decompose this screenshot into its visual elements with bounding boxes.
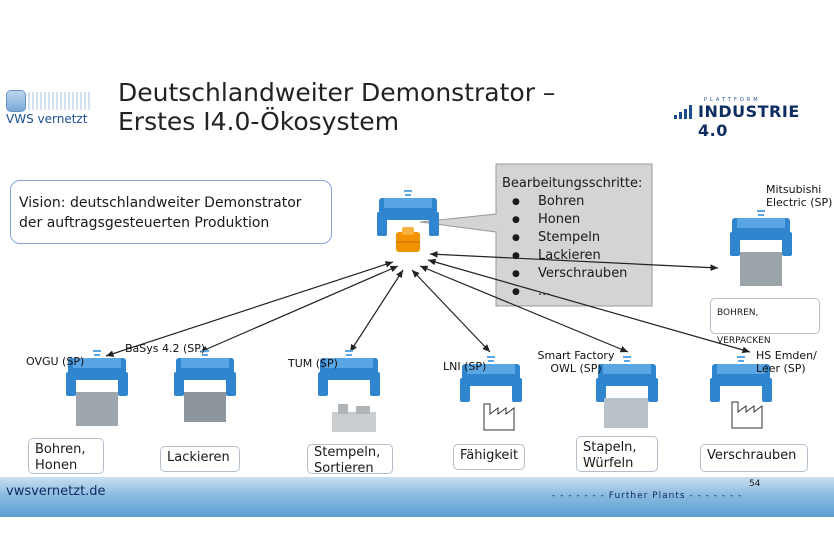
mitsubishi-label-line-1: Mitsubishi (766, 183, 822, 196)
arrow-tum (349, 269, 404, 353)
tum-photo (332, 404, 376, 432)
mitsubishi-task-box: BOHREN, VERPACKEN (710, 298, 820, 346)
industrie-logo-small: PLATTFORM (704, 97, 761, 103)
owl-label: Smart Factory OWL (SP) (531, 349, 621, 375)
ovgu-task-box: Bohren, Honen (28, 438, 104, 474)
callout-text: Bearbeitungsschritte: Bohren Honen Stemp… (502, 175, 642, 301)
ovgu-task-line-1: Bohren, (35, 442, 86, 457)
lni-task-box: Fähigkeit (453, 444, 525, 470)
tum-task-line-1: Stempeln, (314, 445, 381, 460)
hs-label-line-1: HS Emden/ (756, 349, 817, 362)
lni-label: LNI (SP) (443, 360, 487, 373)
hs-task-box: Verschrauben (700, 444, 808, 472)
callout-item: Bohren (512, 193, 642, 211)
owl-task-line-2: Würfeln (583, 456, 634, 471)
owl-photo (604, 398, 648, 428)
mitsubishi-shell-icon (730, 210, 792, 256)
footer-bar (0, 477, 834, 517)
vision-line-2: der auftragsgesteuerten Produktion (19, 215, 270, 231)
owl-task-line-1: Stapeln, (583, 440, 637, 455)
mitsubishi-photo (740, 252, 782, 286)
slide-title: Deutschlandweiter Demonstrator – Erstes … (118, 78, 555, 136)
hs-label: HS Emden/ Leer (SP) (756, 349, 817, 375)
hs-factory-icon (731, 401, 763, 429)
title-line-1: Deutschlandweiter Demonstrator – (118, 78, 556, 107)
tum-task-line-2: Sortieren (314, 461, 374, 476)
hs-label-line-2: Leer (SP) (756, 362, 806, 375)
owl-label-line-1: Smart Factory (537, 349, 615, 362)
vision-box: Vision: deutschlandweiter Demonstrator d… (10, 180, 332, 244)
callout-item: ... (512, 283, 642, 301)
hub-orange-icon (396, 227, 420, 252)
owl-task-box: Stapeln, Würfeln (576, 436, 658, 472)
footer-url: vwsvernetzt.de (6, 484, 106, 499)
tum-task-box: Stempeln, Sortieren (307, 444, 393, 476)
industrie-logo-big: INDUSTRIE 4.0 (698, 102, 800, 140)
lni-factory-icon (483, 403, 515, 431)
basys-label: BaSys 4.2 (SP) (125, 342, 206, 355)
vws-logo: VWS vernetzt (6, 90, 94, 128)
arrow-basys (199, 265, 399, 353)
tum-label: TUM (SP) (288, 357, 338, 370)
basys-shell-icon (174, 350, 236, 396)
page-number: 54 (749, 479, 761, 489)
ovgu-task-line-2: Honen (35, 458, 78, 473)
ovgu-label: OVGU (SP) (26, 355, 85, 368)
industrie40-logo: PLATTFORM INDUSTRIE 4.0 (674, 97, 824, 140)
arrow-hs (427, 258, 751, 354)
owl-label-line-2: OWL (SP) (550, 362, 602, 375)
callout-list: Bohren Honen Stempeln Lackieren Verschra… (502, 193, 642, 301)
title-line-2: Erstes I4.0-Ökosystem (118, 107, 400, 136)
callout-item: Stempeln (512, 229, 642, 247)
basys-task-box: Lackieren (160, 446, 240, 472)
vision-line-1: Vision: deutschlandweiter Demonstrator (19, 195, 302, 211)
footer-further-plants: - - - - - - - Further Plants - - - - - -… (552, 491, 743, 501)
mitsubishi-label-line-2: Electric (SP) (766, 196, 833, 209)
arrow-lni (411, 269, 491, 353)
callout-heading: Bearbeitungsschritte: (502, 176, 643, 191)
callout-item: Lackieren (512, 247, 642, 265)
ovgu-photo (76, 392, 118, 426)
vws-logo-text: VWS vernetzt (6, 112, 88, 126)
callout-item: Verschrauben (512, 265, 642, 283)
mitsubishi-label: Mitsubishi Electric (SP) (766, 183, 832, 209)
callout-item: Honen (512, 211, 642, 229)
basys-photo (184, 392, 226, 422)
